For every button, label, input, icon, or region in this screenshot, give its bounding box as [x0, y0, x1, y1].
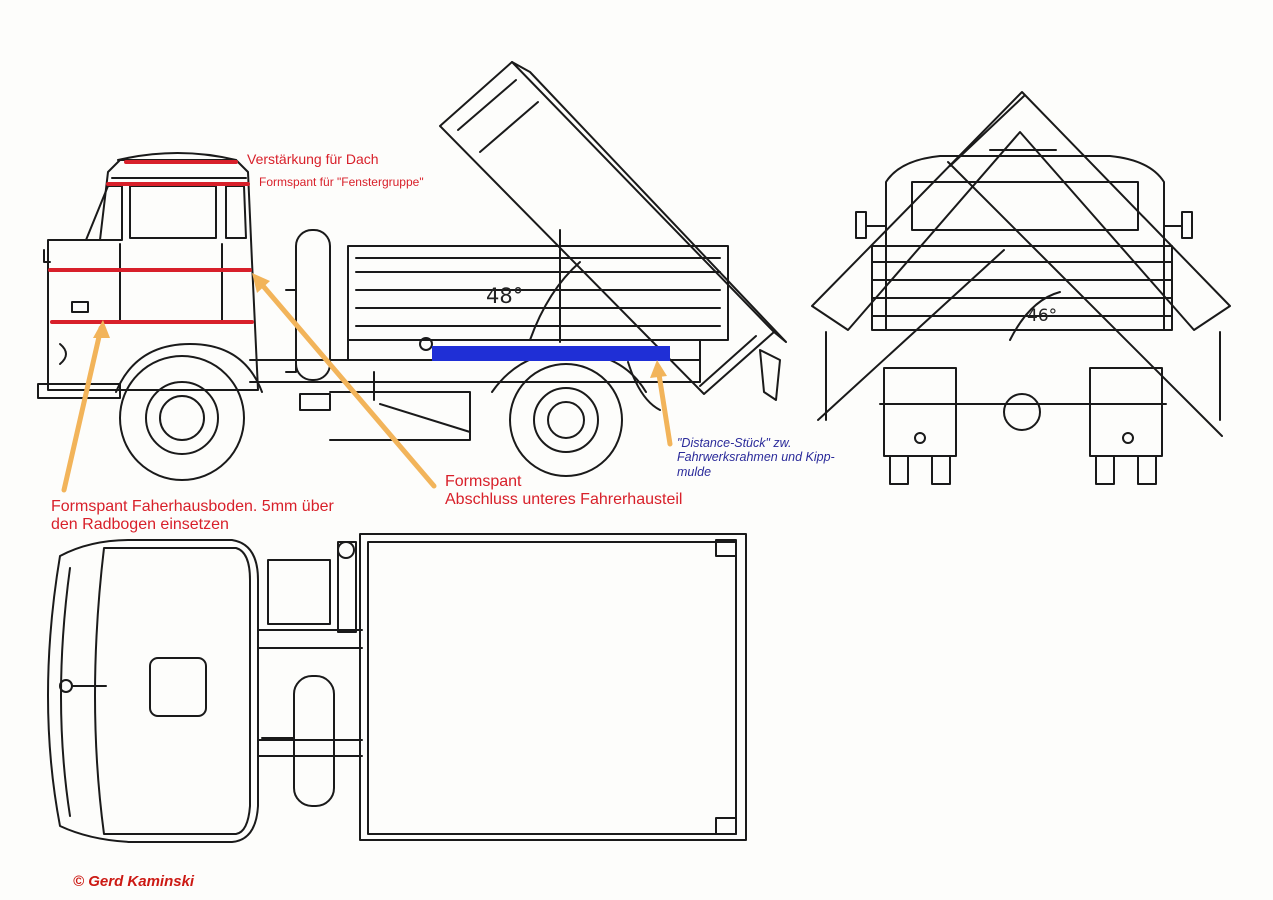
label-abschluss-line-1: Formspant	[445, 473, 522, 490]
label-distance-line-3: mulde	[677, 464, 712, 479]
label-boden-line-2: den Radbogen einsetzen	[51, 516, 229, 534]
label-verstaerkung-dach: Verstärkung für Dach	[247, 151, 379, 167]
label-formspant-fahrerhausboden: Formspant Faherhausboden. 5mm über den R…	[51, 498, 334, 535]
label-abschluss-line-2: Abschluss unteres Fahrerhausteil	[445, 491, 683, 509]
copyright-notice: © Gerd Kaminski	[73, 873, 195, 890]
label-boden-line-1: Formspant Faherhausboden. 5mm über	[51, 498, 334, 515]
orange-pointer-arrows	[61, 273, 673, 493]
label-distance-line-2: Fahrwerksrahmen und Kipp-	[677, 450, 835, 465]
distance-piece-bar	[432, 346, 670, 361]
tipping-angle-side: 48°	[486, 284, 524, 308]
label-distance-stueck: "Distance-Stück" zw. Fahrwerksrahmen und…	[677, 436, 835, 479]
label-distance-line-1: "Distance-Stück" zw.	[677, 436, 792, 450]
label-formspant-abschluss: Formspant Abschluss unteres Fahrerhauste…	[445, 473, 682, 510]
label-formspant-fenstergruppe: Formspant für "Fenstergruppe"	[259, 175, 424, 189]
top-view-truck	[47, 533, 747, 843]
red-reinforcement-marks	[48, 160, 254, 324]
tipping-angle-rear: 46°	[1027, 306, 1058, 326]
rear-view-truck	[811, 91, 1231, 485]
